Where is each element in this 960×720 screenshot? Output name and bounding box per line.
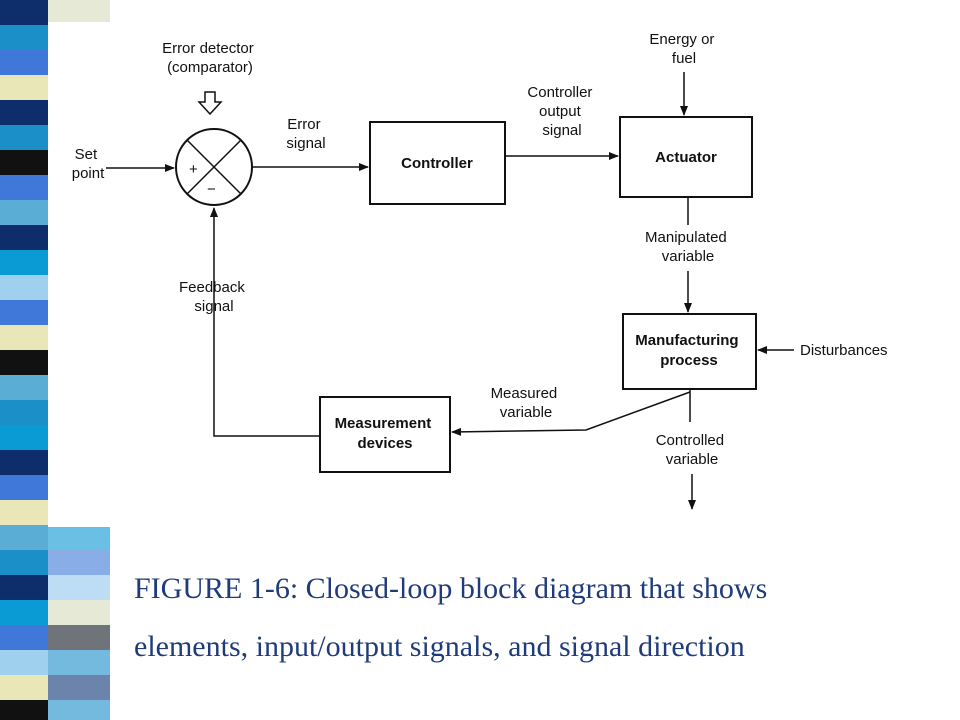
actuator-block <box>619 116 753 198</box>
diagram-panel: Error detector (comparator) + − Set poin… <box>48 22 960 527</box>
stripe-tile-faded <box>48 700 110 720</box>
stripe-tile <box>0 600 48 625</box>
caption-line-2: elements, input/output signals, and sign… <box>134 630 745 663</box>
stripe-tile <box>0 225 48 250</box>
controller-label: Controller <box>401 155 473 172</box>
stripe-tile <box>0 25 48 50</box>
figure-caption: FIGURE 1-6: Closed-loop block diagram th… <box>134 560 934 676</box>
feedback-path-arrow <box>210 207 320 437</box>
stripe-tile <box>0 575 48 600</box>
controlled-variable-label: Controlled variable <box>656 432 729 468</box>
stripe-tile <box>0 475 48 500</box>
stripe-tile <box>0 175 48 200</box>
stripe-tile <box>0 350 48 375</box>
stripe-tile <box>0 525 48 550</box>
stripe-tile <box>0 700 48 720</box>
stripe-tile-faded <box>48 600 110 625</box>
energy-fuel-label: Energy or fuel <box>649 31 718 67</box>
stripe-tile-faded <box>48 0 110 25</box>
stripe-tile <box>0 150 48 175</box>
stripe-tile-faded <box>48 675 110 700</box>
stripe-tile-faded <box>48 625 110 650</box>
stripe-tile <box>0 75 48 100</box>
measured-variable-label: Measured variable <box>491 385 562 421</box>
stripe-tile-faded <box>48 575 110 600</box>
stripe-tile <box>0 300 48 325</box>
stripe-tile <box>0 650 48 675</box>
stripe-tile <box>0 125 48 150</box>
stripe-tile <box>0 250 48 275</box>
measurement-devices-label: Measurement devices <box>335 415 436 452</box>
minus-sign: − <box>207 181 216 198</box>
stripe-tile-faded <box>48 550 110 575</box>
stripe-tile <box>0 425 48 450</box>
stripe-tile <box>0 450 48 475</box>
caption-line-1: FIGURE 1-6: Closed-loop block diagram th… <box>134 572 768 605</box>
manufacturing-process-label: Manufacturing process <box>635 332 743 369</box>
error-signal-label: Error signal <box>286 116 325 152</box>
stripe-tile <box>0 675 48 700</box>
stripe-tile <box>0 500 48 525</box>
stripe-tile <box>0 200 48 225</box>
stripe-tile <box>0 325 48 350</box>
stripe-tile-faded <box>48 650 110 675</box>
stripe-tile-faded <box>48 525 110 550</box>
measurement-devices-block <box>319 396 451 473</box>
stripe-tile <box>0 375 48 400</box>
controller-output-label: Controller output signal <box>527 84 596 139</box>
stripe-tile <box>0 275 48 300</box>
error-detector-label: Error detector (comparator) <box>162 40 258 76</box>
manufacturing-process-block <box>622 313 757 390</box>
disturbances-label: Disturbances <box>800 342 888 359</box>
plus-sign: + <box>189 161 198 178</box>
stripe-tile <box>0 50 48 75</box>
stripe-tile <box>0 100 48 125</box>
stripe-tile <box>0 550 48 575</box>
controller-block <box>369 121 506 205</box>
stripe-tile <box>0 400 48 425</box>
feedback-signal-label: Feedback signal <box>179 279 249 315</box>
measured-variable-arrow <box>451 391 691 436</box>
stripe-tile <box>0 625 48 650</box>
actuator-label: Actuator <box>655 149 717 166</box>
hollow-down-arrow-icon <box>197 91 223 116</box>
closed-loop-block-diagram: Error detector (comparator) + − Set poin… <box>72 31 888 510</box>
set-point-label: Set point <box>72 146 105 182</box>
manipulated-variable-label: Manipulated variable <box>645 229 731 265</box>
stripe-tile <box>0 0 48 25</box>
